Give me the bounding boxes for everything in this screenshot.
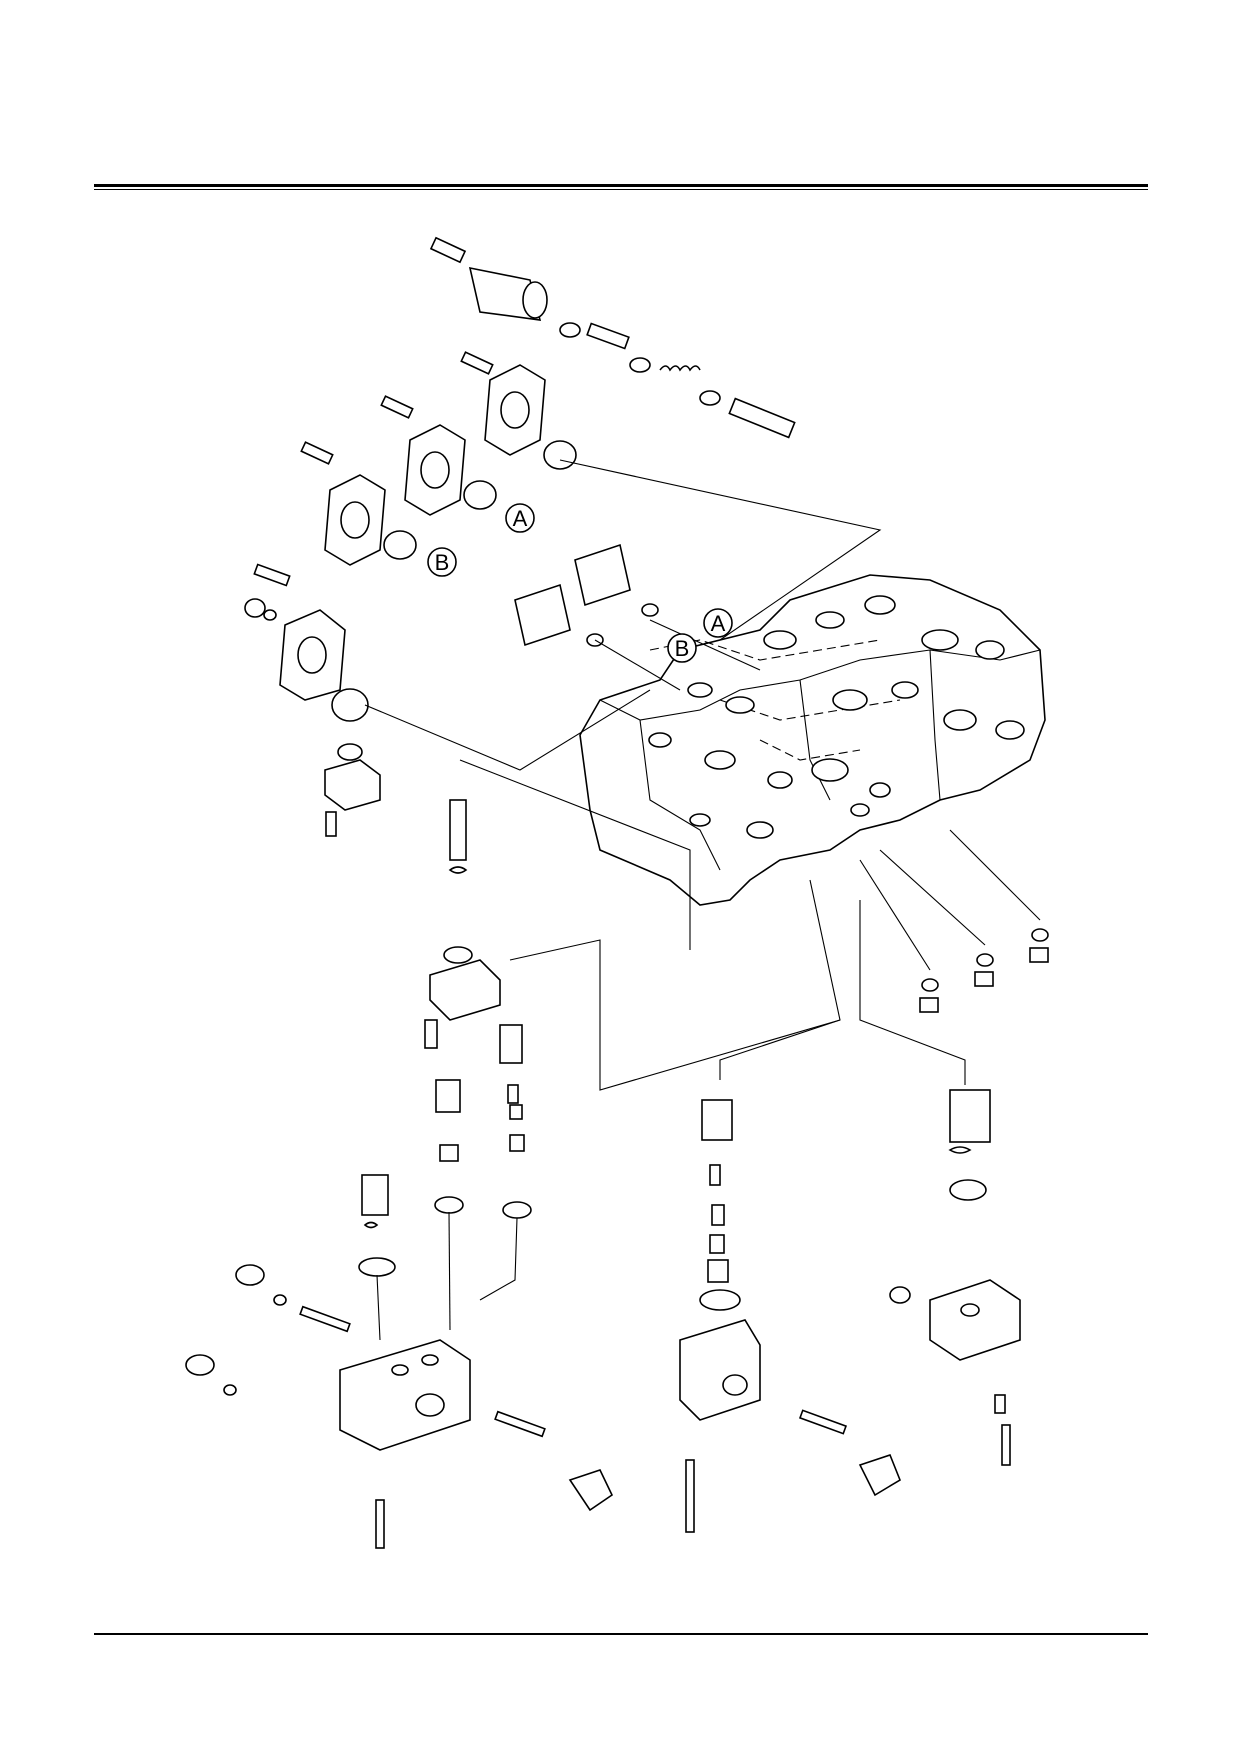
footer-rule bbox=[94, 1633, 1148, 1635]
svg-text:A: A bbox=[513, 506, 528, 531]
header-rule bbox=[94, 184, 1148, 190]
valve-housing bbox=[579, 574, 1046, 906]
callout-b-upper: B bbox=[427, 547, 457, 577]
right-side-plugs bbox=[859, 829, 1049, 1013]
lower-right-block bbox=[859, 900, 1021, 1466]
svg-text:B: B bbox=[675, 636, 690, 661]
svg-text:B: B bbox=[435, 550, 450, 575]
svg-text:A: A bbox=[711, 611, 726, 636]
top-parts-chain bbox=[244, 236, 882, 771]
center-stack bbox=[324, 743, 841, 1219]
callout-a-upper: A bbox=[505, 503, 535, 533]
lower-left-block bbox=[185, 1174, 614, 1549]
callout-a-lower: A bbox=[703, 608, 733, 638]
callout-b-lower: B bbox=[667, 633, 697, 663]
lower-middle-block bbox=[679, 1019, 901, 1533]
